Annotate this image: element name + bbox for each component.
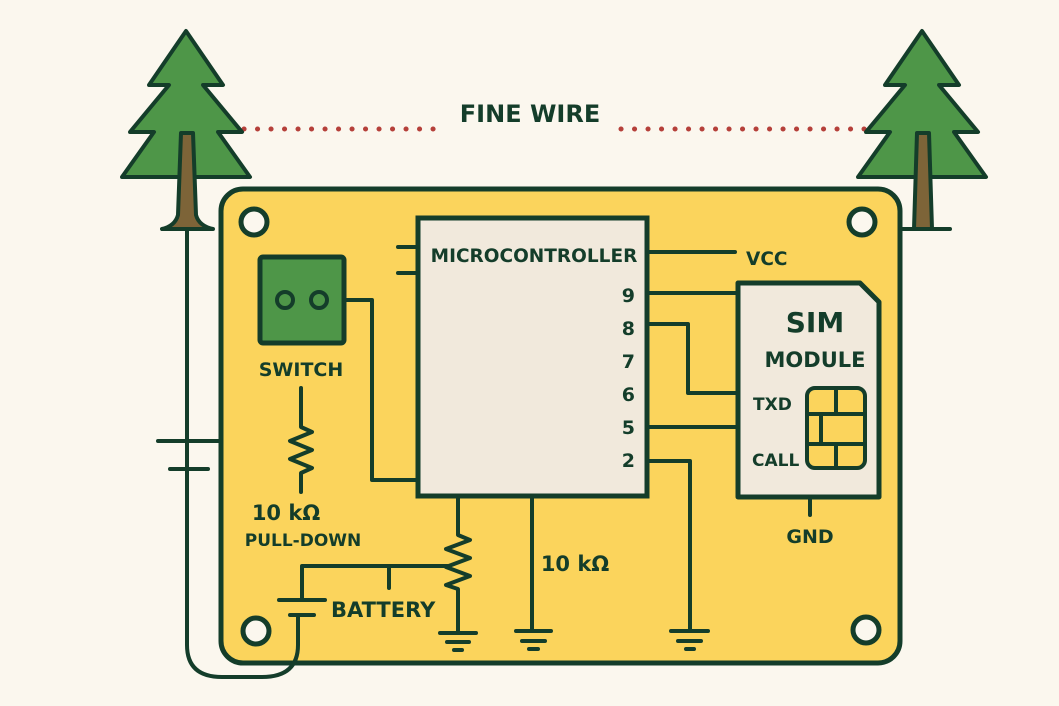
pulldown-value: 10 kΩ xyxy=(252,501,321,525)
fine-wire-title: FINE WIRE xyxy=(460,100,600,128)
pin8-txd-wire xyxy=(645,322,740,395)
mounting-holes xyxy=(238,206,882,647)
microcontroller-label: MICROCONTROLLER xyxy=(431,246,638,267)
pin-label-8: 8 xyxy=(622,318,635,340)
pin-label-2: 2 xyxy=(622,450,635,472)
switch-icon[interactable] xyxy=(257,254,347,346)
right-tree-icon xyxy=(856,29,988,231)
left-tree-wire xyxy=(185,227,300,679)
ground-icon xyxy=(669,629,710,651)
sim-pin-txd: TXD xyxy=(753,395,792,415)
pin-label-6: 6 xyxy=(622,384,635,406)
gnd-label: GND xyxy=(786,526,833,548)
vcc-label: VCC xyxy=(746,249,787,270)
ground-icon xyxy=(438,631,478,652)
mounting-hole-icon xyxy=(850,614,882,646)
sim-title: SIM xyxy=(786,306,844,339)
mounting-hole-icon xyxy=(238,206,270,238)
pin-label-7: 7 xyxy=(622,351,635,373)
switch-wire xyxy=(342,298,420,482)
pin-label-5: 5 xyxy=(622,417,635,439)
battery-icon xyxy=(277,564,452,617)
ground-icon xyxy=(514,629,553,651)
microcontroller: MICROCONTROLLER 9 8 7 6 5 2 xyxy=(396,215,650,499)
battery-label: BATTERY xyxy=(331,598,436,622)
sim-chip-icon xyxy=(805,386,867,470)
antenna-capacitor-icon xyxy=(156,439,223,471)
sim-module: SIM MODULE TXD CALL xyxy=(735,280,882,500)
left-tree-icon xyxy=(120,29,252,231)
pulldown-label: PULL-DOWN xyxy=(245,531,362,551)
pin-label-9: 9 xyxy=(622,285,635,307)
mounting-hole-icon xyxy=(240,615,272,647)
sim-subtitle: MODULE xyxy=(765,348,866,372)
sim-pin-call: CALL xyxy=(752,451,799,471)
potentiometer-icon xyxy=(444,494,472,635)
mounting-hole-icon xyxy=(846,206,878,238)
pin2-ground-wire xyxy=(645,459,692,633)
switch-label: SWITCH xyxy=(259,359,344,381)
pulldown-resistor-icon xyxy=(288,386,314,494)
resistor-value: 10 kΩ xyxy=(541,552,610,576)
